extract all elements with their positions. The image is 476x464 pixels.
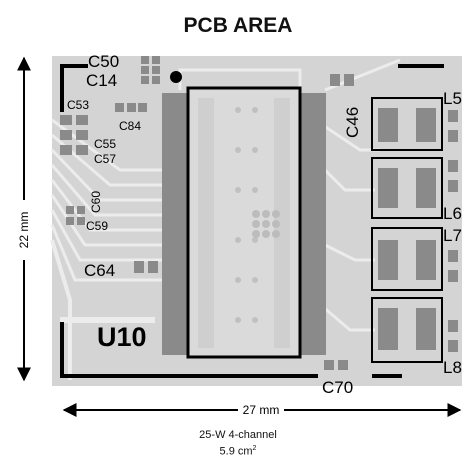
label-c55: C55 <box>94 137 116 151</box>
trace-group <box>50 58 401 380</box>
label-c60: C60 <box>89 191 103 213</box>
width-dimension-label: 27 mm <box>243 403 280 417</box>
label-c64: C64 <box>84 261 115 280</box>
via-cluster <box>252 210 280 238</box>
label-l7: L7 <box>443 226 462 245</box>
label-u10: U10 <box>97 322 147 352</box>
caption-area-value: 5.9 cm <box>219 445 253 458</box>
label-l6: L6 <box>443 204 462 223</box>
label-c53: C53 <box>67 98 89 112</box>
side-pads <box>448 110 458 352</box>
board-outline-top-left <box>60 64 88 112</box>
label-c84: C84 <box>119 119 141 133</box>
label-c57: C57 <box>94 152 116 166</box>
board-outline-bottom <box>60 322 318 378</box>
height-dimension-label: 22 mm <box>17 212 31 249</box>
inductor-l5-l6 <box>371 97 443 219</box>
inductor-l7-l8 <box>371 227 443 363</box>
ic-u10 <box>162 71 326 359</box>
pin1-marker <box>170 71 182 83</box>
label-l5: L5 <box>443 89 462 108</box>
label-c14: C14 <box>86 71 117 90</box>
passive-pads <box>60 56 354 370</box>
caption-line2: 5.9 cm2 <box>0 442 476 459</box>
figure-title: PCB AREA <box>183 14 293 37</box>
caption-line1: 25-W 4-channel <box>199 429 277 441</box>
label-c50: C50 <box>88 52 119 71</box>
figure-caption: 25-W 4-channel 5.9 cm2 <box>0 429 476 459</box>
label-c46: C46 <box>343 107 362 138</box>
caption-area-exponent: 2 <box>252 445 257 452</box>
label-c70: C70 <box>322 378 353 397</box>
label-l8: L8 <box>443 358 462 377</box>
label-c59: C59 <box>86 219 108 233</box>
